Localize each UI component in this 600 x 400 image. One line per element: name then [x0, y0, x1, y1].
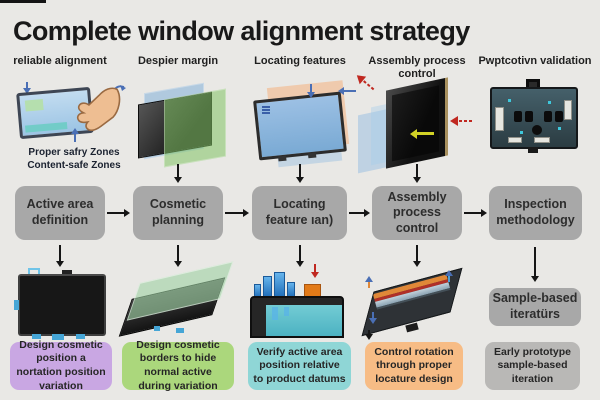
flow-arrow-4-5 [464, 212, 481, 214]
panel-corner-frame [250, 296, 344, 338]
tablet-hand-illustration [12, 82, 132, 148]
flow-arrow-2-3 [225, 212, 243, 214]
content-zone-rect [24, 99, 44, 112]
column-header-validation: Pwptcotivn validation [478, 55, 592, 67]
down-arrow-col3 [299, 164, 301, 177]
pcb-port [534, 137, 550, 143]
pcb-connector [495, 107, 504, 131]
small-down-arrow-col4 [368, 330, 370, 334]
note-box-verify-active-area: Verify active area position relative to … [248, 342, 351, 390]
column-header-locating-features: Locating features [254, 55, 346, 67]
pcb-bottom-tab [528, 147, 538, 153]
process-box-assembly-control: Assembly process control [372, 186, 462, 240]
green-overlay-panel-illustration [118, 261, 238, 337]
blue-down-arrow-icon [26, 82, 28, 88]
orange-up-arrow-icon [368, 282, 370, 288]
pcb-board [490, 87, 578, 149]
red-dashed-arrow-icon [450, 116, 472, 126]
hanging-tab [284, 307, 289, 316]
flag-marker-icon [262, 106, 270, 108]
flow-arrow-1-2 [107, 212, 124, 214]
hanging-tab [272, 307, 278, 320]
down-arrow-below-col3 [299, 245, 301, 261]
display-module-illustration [14, 268, 106, 342]
down-arrow-below-col1 [59, 245, 61, 261]
page-title: Complete window alignment strategy [13, 16, 470, 46]
module-bottom-tab [76, 334, 85, 339]
pcb-board-illustration [490, 79, 580, 157]
panel-tab [307, 152, 317, 159]
safe-zones-caption: Proper safry Zones Content-safe Zones [14, 146, 134, 172]
locator-tabs-panel-illustration [250, 262, 348, 338]
column-header-reliable-alignment: reliable alignment [13, 55, 107, 67]
panel-tab [278, 155, 287, 162]
note-box-control-rotation: Control rotation through proper locature… [365, 342, 463, 390]
locator-block [263, 276, 272, 298]
teal-screen [266, 305, 342, 336]
down-arrow-below-col5 [534, 247, 536, 276]
slab-connector [154, 326, 160, 331]
fixture-tab [405, 322, 419, 333]
column-header-assembly-process: Assembly process control [368, 55, 466, 80]
pcb-trace-dot [558, 127, 561, 130]
module-bottom-tab [52, 334, 64, 340]
red-down-arrow-icon [314, 264, 316, 272]
blue-down-arrow-icon [310, 84, 312, 92]
pcb-chip [514, 111, 522, 122]
note-box-early-prototype: Early prototype sample-based iteration [485, 342, 580, 390]
down-arrow-col4 [416, 164, 418, 177]
pcb-trace-dot [548, 101, 551, 104]
panel-screen [392, 85, 439, 162]
hand-icon [76, 87, 121, 132]
red-dashed-arrow-icon [356, 75, 375, 91]
pcb-trace-dot [520, 131, 523, 134]
module-bottom-tab [32, 334, 41, 339]
pcb-component [532, 125, 542, 135]
flow-arrow-3-4 [349, 212, 364, 214]
down-arrow-col2 [177, 164, 179, 177]
module-side-tab [14, 300, 19, 310]
slab-connector [176, 328, 184, 333]
process-box-inspection: Inspection methodology [489, 186, 582, 240]
pcb-chip [525, 111, 533, 122]
module-bump [62, 270, 72, 275]
pcb-connector [564, 100, 572, 120]
process-box-active-area: Active area definition [15, 186, 105, 240]
blue-up-arrow-icon [448, 276, 450, 282]
layered-sheets-illustration [138, 82, 246, 168]
note-box-cosmetic-borders: Design cosmetic borders to hide normal a… [122, 339, 234, 392]
pcb-trace-dot [508, 99, 511, 102]
pcb-port [508, 137, 522, 143]
green-sheet [164, 88, 226, 168]
yellow-left-arrow-icon [416, 132, 434, 135]
down-arrow-below-col4 [416, 245, 418, 261]
locating-panel-illustration [253, 80, 360, 168]
sample-based-box: Sample-based iteratürs [489, 288, 581, 326]
blue-up-arrow-icon [74, 134, 76, 142]
rail-fixture-illustration [360, 267, 464, 337]
down-arrow-below-col2 [177, 245, 179, 261]
note-box-cosmetic-position: Design cosmetic position a nortation pos… [10, 339, 112, 392]
pcb-chip [544, 111, 552, 122]
process-box-cosmetic-planning: Cosmetic planning [133, 186, 223, 240]
blue-down-arrow-icon [372, 312, 374, 318]
top-edge-artifact [0, 0, 46, 3]
process-box-locating-feature: Locating feature ıan) [252, 186, 347, 240]
assembly-panel-illustration [356, 75, 472, 174]
locator-block [274, 272, 285, 298]
caption-line-2: Content-safe Zones [27, 160, 121, 171]
framed-screen-panel [253, 91, 347, 162]
column-header-despier-margin: Despier margin [137, 55, 219, 67]
blue-left-arrow-icon [344, 90, 356, 92]
display-module-panel [18, 274, 106, 336]
caption-line-1: Proper safry Zones [28, 147, 120, 158]
dark-display-panel [386, 77, 448, 169]
pcb-chip [555, 111, 563, 122]
